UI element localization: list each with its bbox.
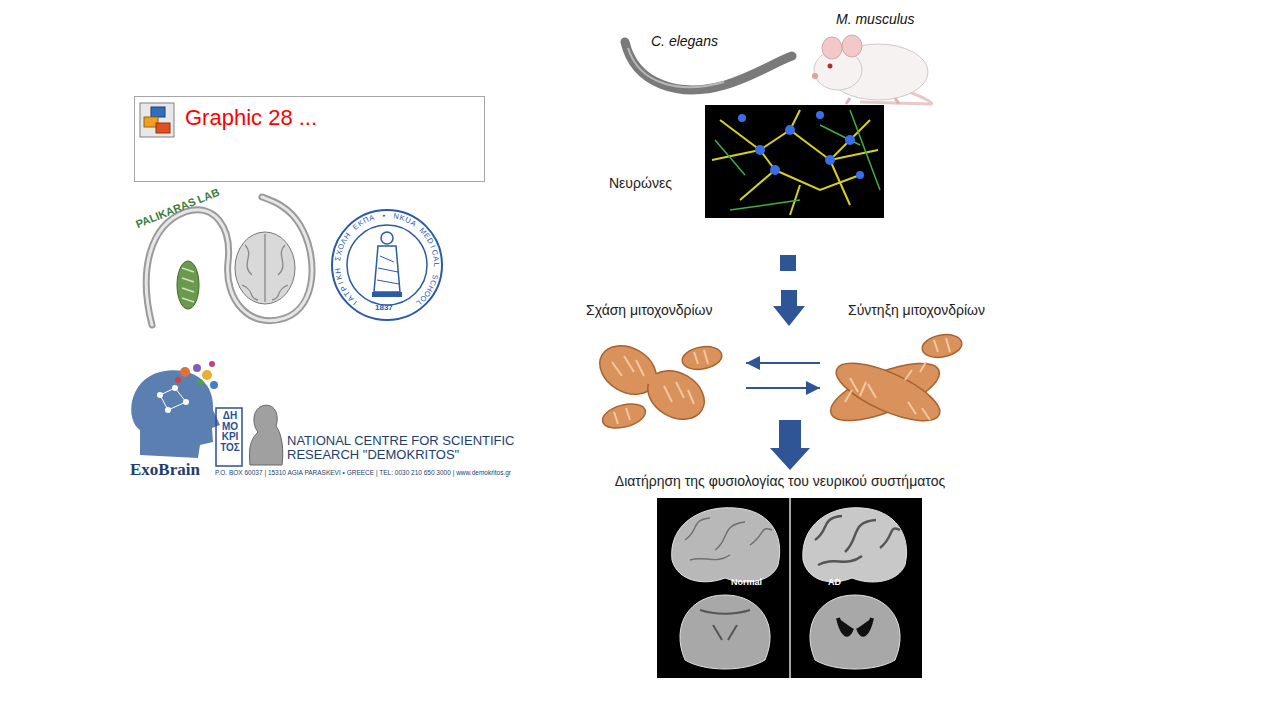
bullet-square xyxy=(780,255,796,271)
demokritos-bust xyxy=(216,405,283,466)
mouse xyxy=(812,35,932,104)
ring-letter: L xyxy=(431,261,440,269)
exobrain-logo xyxy=(131,361,220,458)
node-heading: Σχάση μιτοχονδρίων xyxy=(586,302,713,318)
ring-letter: • xyxy=(380,212,389,221)
flow-arrow xyxy=(746,387,820,389)
neuron-image-box: Νευρώνες xyxy=(705,105,884,218)
flow-arrow xyxy=(746,362,820,364)
node-heading: Σύντηξη μιτοχονδρίων xyxy=(848,302,985,318)
image-caption: Normal xyxy=(731,577,762,587)
node-heading: Διατήρηση της φυσιολογίας του νευρικού σ… xyxy=(615,473,945,489)
demokritos-mark: ΔΗΜΟΚΡΙΤΟΣ xyxy=(219,411,241,453)
university-seal xyxy=(332,210,442,320)
placeholder-text: Graphic 28 ... xyxy=(185,105,317,130)
neuron-micrograph xyxy=(705,105,884,218)
ring-letter: A xyxy=(430,254,440,263)
brain-photograph xyxy=(657,498,922,678)
ring-letter: Η xyxy=(334,266,344,275)
block-arrow xyxy=(770,420,810,470)
graphic-icon xyxy=(140,103,174,137)
fission-mitochondria xyxy=(591,336,724,432)
node-heading: Νευρώνες xyxy=(609,175,672,191)
fusion-mitochondria xyxy=(824,332,964,433)
species-label: M. musculus xyxy=(836,11,915,27)
species-label: C. elegans xyxy=(651,33,718,49)
fusion-box: Σύντηξη μιτοχονδρίων xyxy=(820,302,992,434)
institute-address: P.O. BOX 60037 | 15310 AGIA PARASKEVI • … xyxy=(215,469,511,476)
image-caption: AD xyxy=(828,577,841,587)
outcome-box: Διατήρηση της φυσιολογίας του νευρικού σ… xyxy=(600,470,960,680)
exobrain-name: ExoBrain xyxy=(130,460,200,480)
worm-sheen xyxy=(628,48,724,87)
fission-box: Σχάση μιτοχονδρίων xyxy=(586,302,746,434)
seal-year: 1837 xyxy=(375,303,393,312)
worm xyxy=(625,42,792,90)
block-arrow xyxy=(773,290,805,326)
placeholder-box: Graphic 28 ... xyxy=(134,96,485,182)
institute-name: NATIONAL CENTRE FOR SCIENTIFIC RESEARCH … xyxy=(287,434,549,463)
